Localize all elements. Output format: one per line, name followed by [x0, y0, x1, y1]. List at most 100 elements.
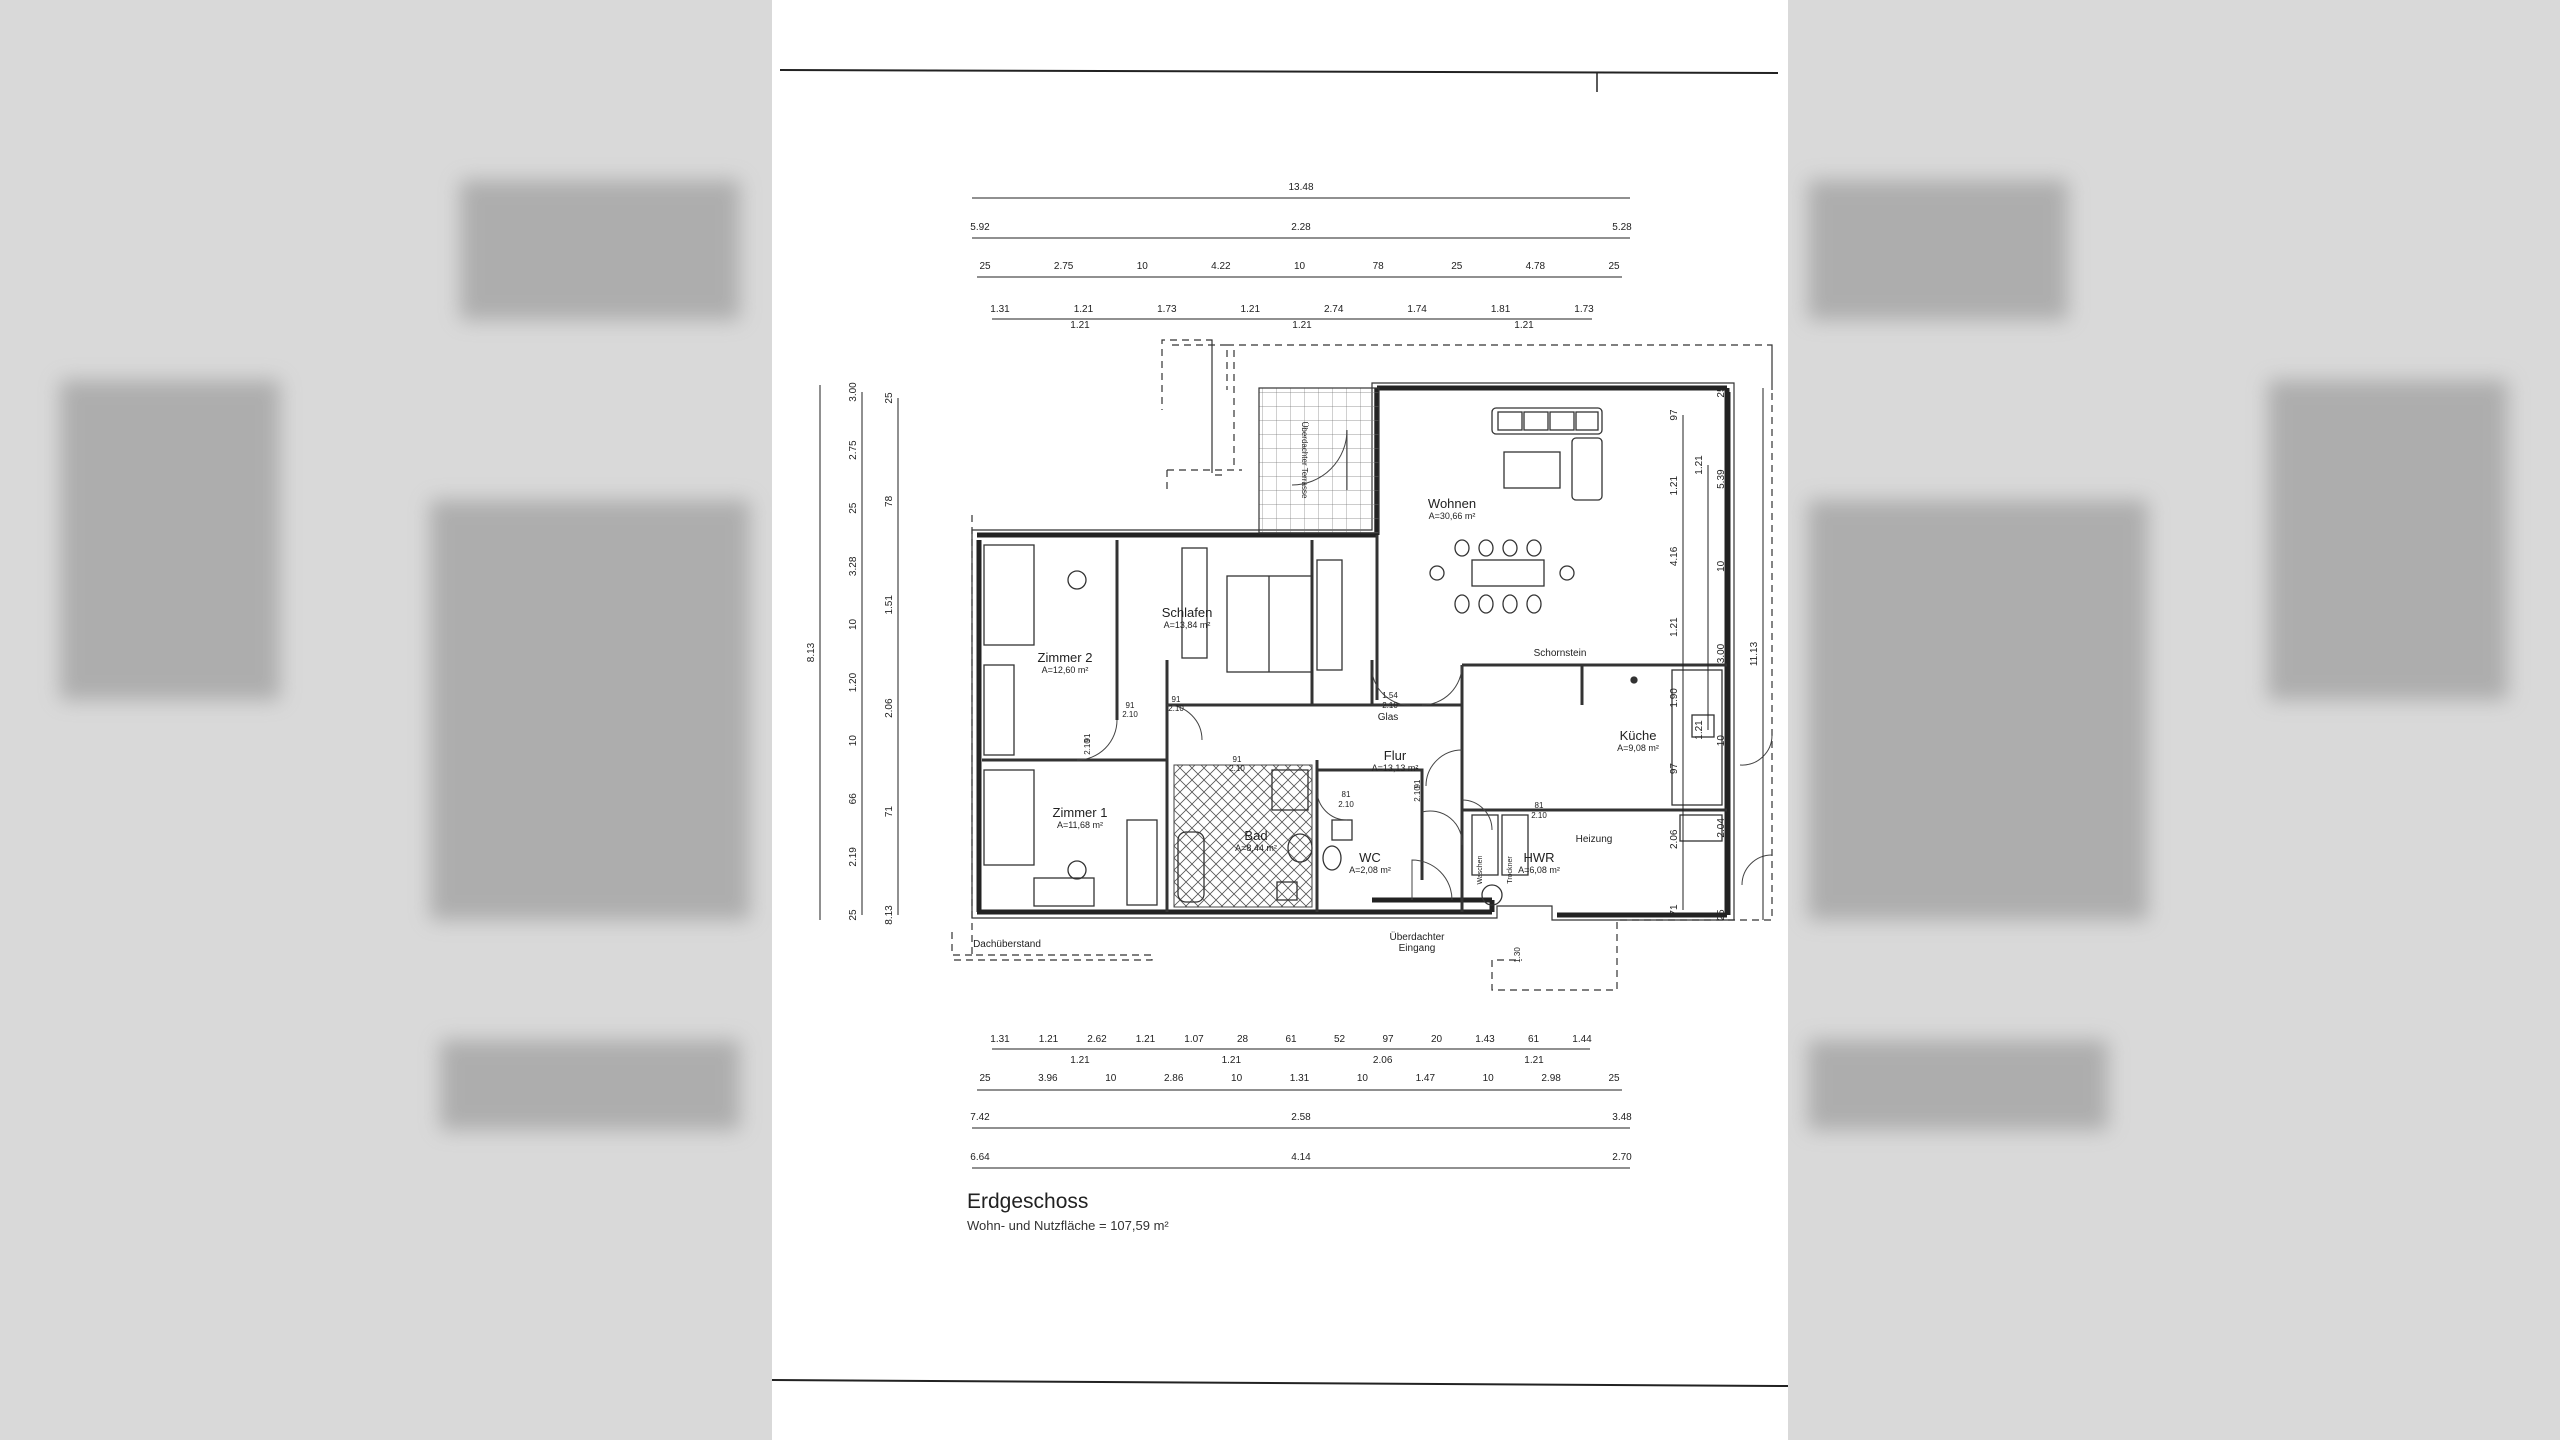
dim-top-row4-value: 1.21 [1074, 304, 1094, 315]
door-note: 2.10 [1229, 764, 1245, 773]
page-subtitle: Wohn- und Nutzfläche = 107,59 m² [967, 1218, 1169, 1233]
door-note: 91 [1083, 733, 1092, 742]
dim-right-a-value: 2.04 [1716, 818, 1727, 838]
dim-right-a-value: 10 [1716, 735, 1727, 747]
door-note: 2.10 [1168, 704, 1184, 713]
dim-left-a-value: 2.19 [848, 847, 859, 867]
room-name: Bad [1244, 828, 1267, 843]
blurred-background-right [1788, 0, 2560, 1440]
room-name: Zimmer 1 [1053, 805, 1108, 820]
room-name: Küche [1620, 728, 1657, 743]
annotation-labels: Überdachter TerrasseSchornsteinÜberdacht… [973, 422, 1612, 954]
room-name: Wohnen [1428, 496, 1476, 511]
dim-bottom-row2-value: 2.86 [1164, 1073, 1184, 1084]
dim-right-b-value: 1.21 [1669, 617, 1680, 637]
dim-right-c-value: 1.21 [1694, 720, 1705, 740]
room-area: A=13,13 m² [1372, 763, 1419, 773]
overhang-label: Dachüberstand [973, 939, 1041, 950]
dim-right-a-value: 3.00 [1716, 643, 1727, 663]
roof-overhang-outline [951, 339, 1773, 991]
door-note: 81 [1535, 801, 1544, 810]
dim-right-b-value: 1.90 [1669, 688, 1680, 708]
dim-bottom-row1-value: 97 [1382, 1034, 1394, 1045]
dim-top-row3-value: 10 [1294, 261, 1306, 272]
dryer-label: Trockner [1507, 856, 1514, 884]
dim-top-row3-value: 25 [1451, 261, 1463, 272]
door-note: 2.10 [1413, 786, 1422, 802]
dim-left-a-value: 3.00 [848, 382, 859, 402]
dim-left-a-value: 25 [848, 502, 859, 514]
door-note: 81 [1342, 790, 1351, 799]
dim-bottom-row2-value: 10 [1231, 1073, 1243, 1084]
dim-left-outer-value: 8.13 [806, 642, 817, 662]
dim-top-row2-value: 5.28 [1612, 222, 1632, 233]
room-name: WC [1359, 850, 1381, 865]
room-area: A=6,08 m² [1518, 865, 1560, 875]
dim-bottom-row4-value: 4.14 [1291, 1152, 1311, 1163]
page-title: Erdgeschoss [967, 1190, 1089, 1213]
dim-left-a-value: 2.75 [848, 440, 859, 460]
room-area: A=13,84 m² [1164, 620, 1211, 630]
dim-left-a-value: 10 [848, 735, 859, 747]
heating-label: Heizung [1576, 834, 1613, 845]
dim-top-row4b-value: 1.21 [1070, 320, 1090, 331]
dim-right-b-value: 4.16 [1669, 546, 1680, 566]
furniture [983, 407, 1723, 907]
dim-bottom-row1-value: 1.31 [990, 1034, 1010, 1045]
door-note: 2.10 [1382, 701, 1398, 710]
dim-top-row3-value: 78 [1373, 261, 1385, 272]
dim-top-row4-value: 1.73 [1574, 304, 1594, 315]
dim-bottom-row2-value: 2.98 [1541, 1073, 1561, 1084]
dim-bottom-row3-value: 3.48 [1612, 1112, 1632, 1123]
dim-left-b-value: 25 [884, 392, 895, 404]
room-area: A=9,08 m² [1617, 743, 1659, 753]
dim-left-b-value: 8.13 [884, 905, 895, 925]
chimney-label: Schornstein [1534, 648, 1587, 659]
dim-bottom-row3-value: 7.42 [970, 1112, 990, 1123]
dim-top-row3-value: 10 [1137, 261, 1149, 272]
dim-left-b-value: 78 [884, 495, 895, 507]
bathroom-tiles [1173, 764, 1313, 908]
dim-top-row4b-value: 1.21 [1514, 320, 1534, 331]
dim-right-b-value: 97 [1669, 763, 1680, 775]
room-name: Schlafen [1162, 605, 1213, 620]
dim-bottom-row1-value: 1.43 [1475, 1034, 1495, 1045]
room-area: A=11,68 m² [1057, 820, 1103, 830]
dim-top-row2-value: 5.92 [970, 222, 990, 233]
terrace-label: Überdachter Terrasse [1300, 422, 1309, 499]
door-note: 2.10 [1531, 811, 1547, 820]
door-notes: 912.10912.10912.10912.10812.101.542.1091… [1083, 691, 1547, 963]
dim-bottom-row2-value: 10 [1105, 1073, 1117, 1084]
room-area: A=2,08 m² [1349, 865, 1391, 875]
dim-bottom-row4-value: 2.70 [1612, 1152, 1632, 1163]
dim-top-row3-value: 2.75 [1054, 261, 1074, 272]
dim-bottom-row1-value: 1.21 [1136, 1034, 1156, 1045]
dim-left-b-value: 1.51 [884, 595, 895, 615]
dim-bottom-row1b-value: 1.21 [1070, 1055, 1090, 1066]
dim-top-row4-value: 1.21 [1241, 304, 1261, 315]
dim-top-row2-value: 2.28 [1291, 222, 1311, 233]
dim-top-row4-value: 1.73 [1157, 304, 1177, 315]
dim-top-row3-value: 4.22 [1211, 261, 1231, 272]
dim-bottom-row3-value: 2.58 [1291, 1112, 1311, 1123]
dim-bottom-row4-value: 6.64 [970, 1152, 990, 1163]
dim-bottom-row1-value: 1.07 [1184, 1034, 1204, 1045]
dim-bottom-row2-value: 1.31 [1290, 1073, 1310, 1084]
dim-right-a-value: 25 [1716, 909, 1727, 921]
door-swings [1076, 429, 1773, 901]
dim-bottom-row1-value: 20 [1431, 1034, 1443, 1045]
dim-bottom-row2-value: 25 [979, 1073, 991, 1084]
washer-label: Waschen [1477, 855, 1484, 884]
room-area: A=12,60 m² [1042, 665, 1089, 675]
dim-bottom-row1b-value: 2.06 [1373, 1055, 1393, 1066]
dim-left-a-value: 25 [848, 909, 859, 921]
dim-top-row4-value: 1.74 [1407, 304, 1427, 315]
door-note: 91 [1126, 701, 1135, 710]
dim-left-a-value: 66 [848, 793, 859, 805]
door-note: 2.10 [1338, 800, 1354, 809]
dim-top-row4b-value: 1.21 [1292, 320, 1312, 331]
dim-right-a-value: 25 [1716, 386, 1727, 398]
